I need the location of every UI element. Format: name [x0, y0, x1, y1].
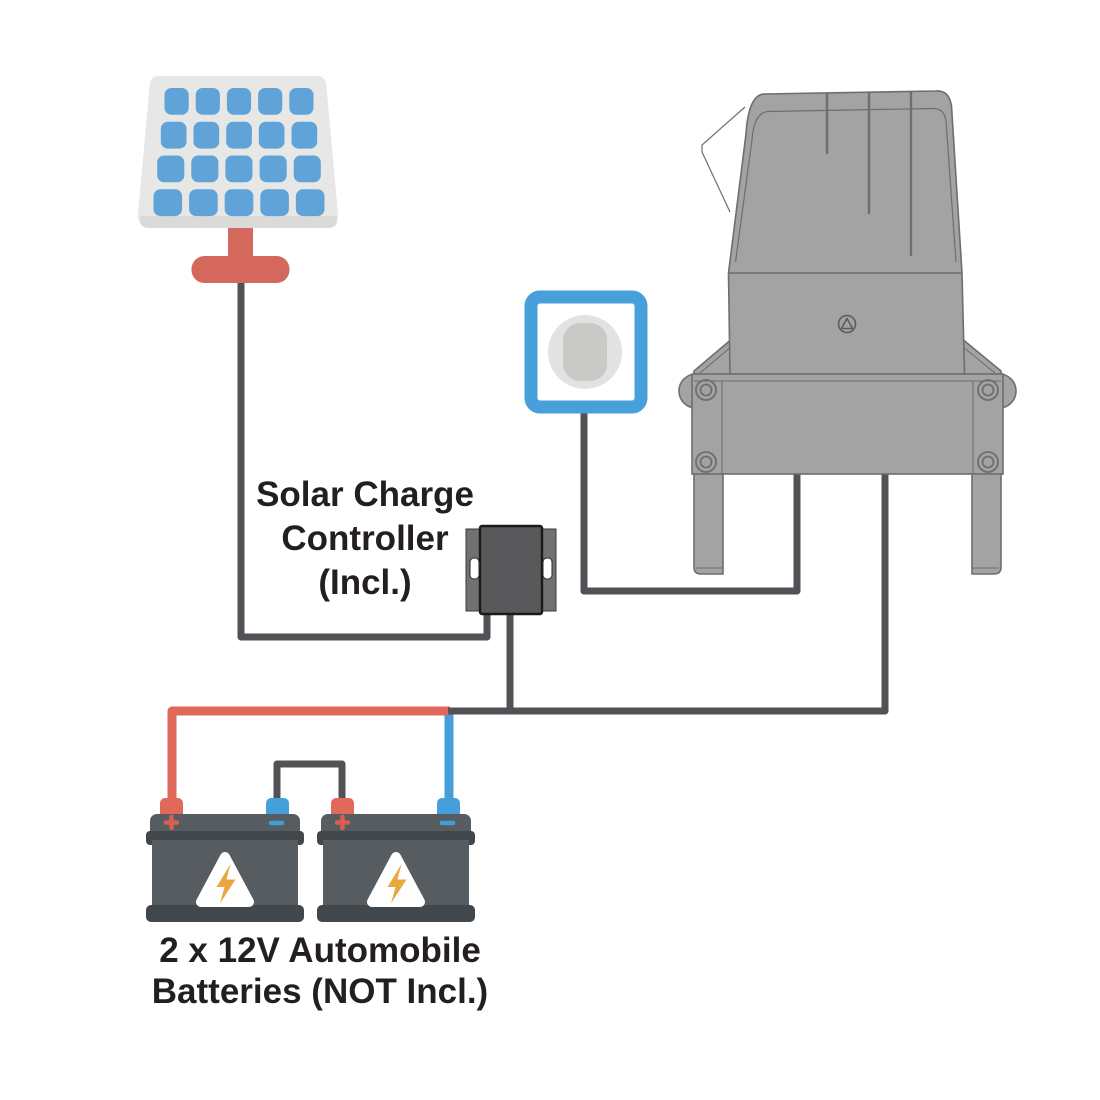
battery2-bottom-band — [317, 905, 475, 922]
battery2-lightning-icon — [387, 864, 407, 904]
panel-stand-base — [191, 256, 290, 283]
plug-circle-inner — [563, 323, 607, 381]
gate-opener-icon — [678, 90, 1017, 575]
battery1-bottom-band — [146, 905, 304, 922]
motor-logo-icon — [837, 314, 857, 334]
motor-skirt-right — [960, 336, 1002, 377]
motor-corner-facet — [701, 106, 746, 213]
solar-cell — [153, 189, 183, 217]
solar-panel-frame — [137, 76, 339, 227]
battery2-plus-symbol — [334, 814, 351, 831]
motor-leg-right — [971, 473, 1002, 575]
motor-power-wire — [448, 470, 889, 715]
solar-panel-bottom-lip — [139, 216, 338, 228]
motor-skirt-left-line — [699, 346, 732, 374]
battery-icon-2 — [317, 798, 475, 922]
motor-body — [727, 90, 966, 375]
solar-cell — [225, 155, 253, 183]
solar-panel-icon — [137, 76, 339, 283]
controller-slot-left — [469, 557, 480, 580]
solar-cell — [258, 121, 285, 149]
motor-skirt-left — [693, 336, 734, 377]
solar-cell — [295, 189, 325, 217]
controller-label-line2: Controller — [281, 519, 449, 558]
batteries-label-line1: 2 x 12V Automobile — [159, 931, 481, 970]
solar-cell — [191, 155, 219, 183]
motor-leg-left — [693, 473, 724, 575]
battery-positive-wire — [167, 706, 450, 806]
solar-cell — [291, 121, 318, 149]
solar-cell — [293, 155, 321, 183]
solar-panel-cells — [153, 88, 325, 217]
controller-label-line1: Solar Charge — [256, 475, 474, 514]
controller-slot-right — [542, 557, 553, 580]
solar-cell — [193, 121, 220, 149]
solar-cell — [189, 189, 218, 217]
battery1-lightning-icon — [216, 864, 236, 904]
solar-cell — [224, 189, 254, 217]
battery-icon-1 — [146, 798, 304, 922]
battery-jumper-wire — [273, 760, 346, 806]
batteries-label-line2: Batteries (NOT Incl.) — [151, 972, 489, 1011]
motor-base-plate — [691, 373, 1004, 475]
battery1-plus-symbol — [163, 814, 180, 831]
plug-to-motor-wire — [580, 373, 801, 595]
motor-skirt-right-line — [962, 346, 996, 374]
motor-body-inner-line — [734, 107, 957, 263]
charge-controller-icon — [465, 524, 557, 616]
solar-cell — [160, 121, 187, 149]
solar-cell — [226, 88, 252, 115]
solar-cell — [289, 88, 314, 115]
batteries-label: 2 x 12V Automobile Batteries (NOT Incl.) — [136, 930, 504, 1012]
solar-cell — [195, 88, 220, 115]
solar-cell — [258, 88, 283, 115]
motor-top-slots — [825, 90, 913, 257]
wires — [167, 276, 889, 806]
solar-cell — [226, 121, 252, 149]
controller-label: Solar Charge Controller (Incl.) — [233, 473, 497, 605]
solar-cell — [259, 155, 287, 183]
power-plug-icon — [524, 290, 648, 414]
controller-label-line3: (Incl.) — [318, 563, 412, 602]
solar-cell — [164, 88, 189, 115]
controller-body — [478, 524, 544, 616]
panel-stand-neck — [228, 228, 253, 260]
plate-bolts — [695, 379, 999, 473]
panel-to-controller-wire — [237, 276, 491, 641]
solar-cell — [157, 155, 185, 183]
solar-cell — [260, 189, 289, 217]
